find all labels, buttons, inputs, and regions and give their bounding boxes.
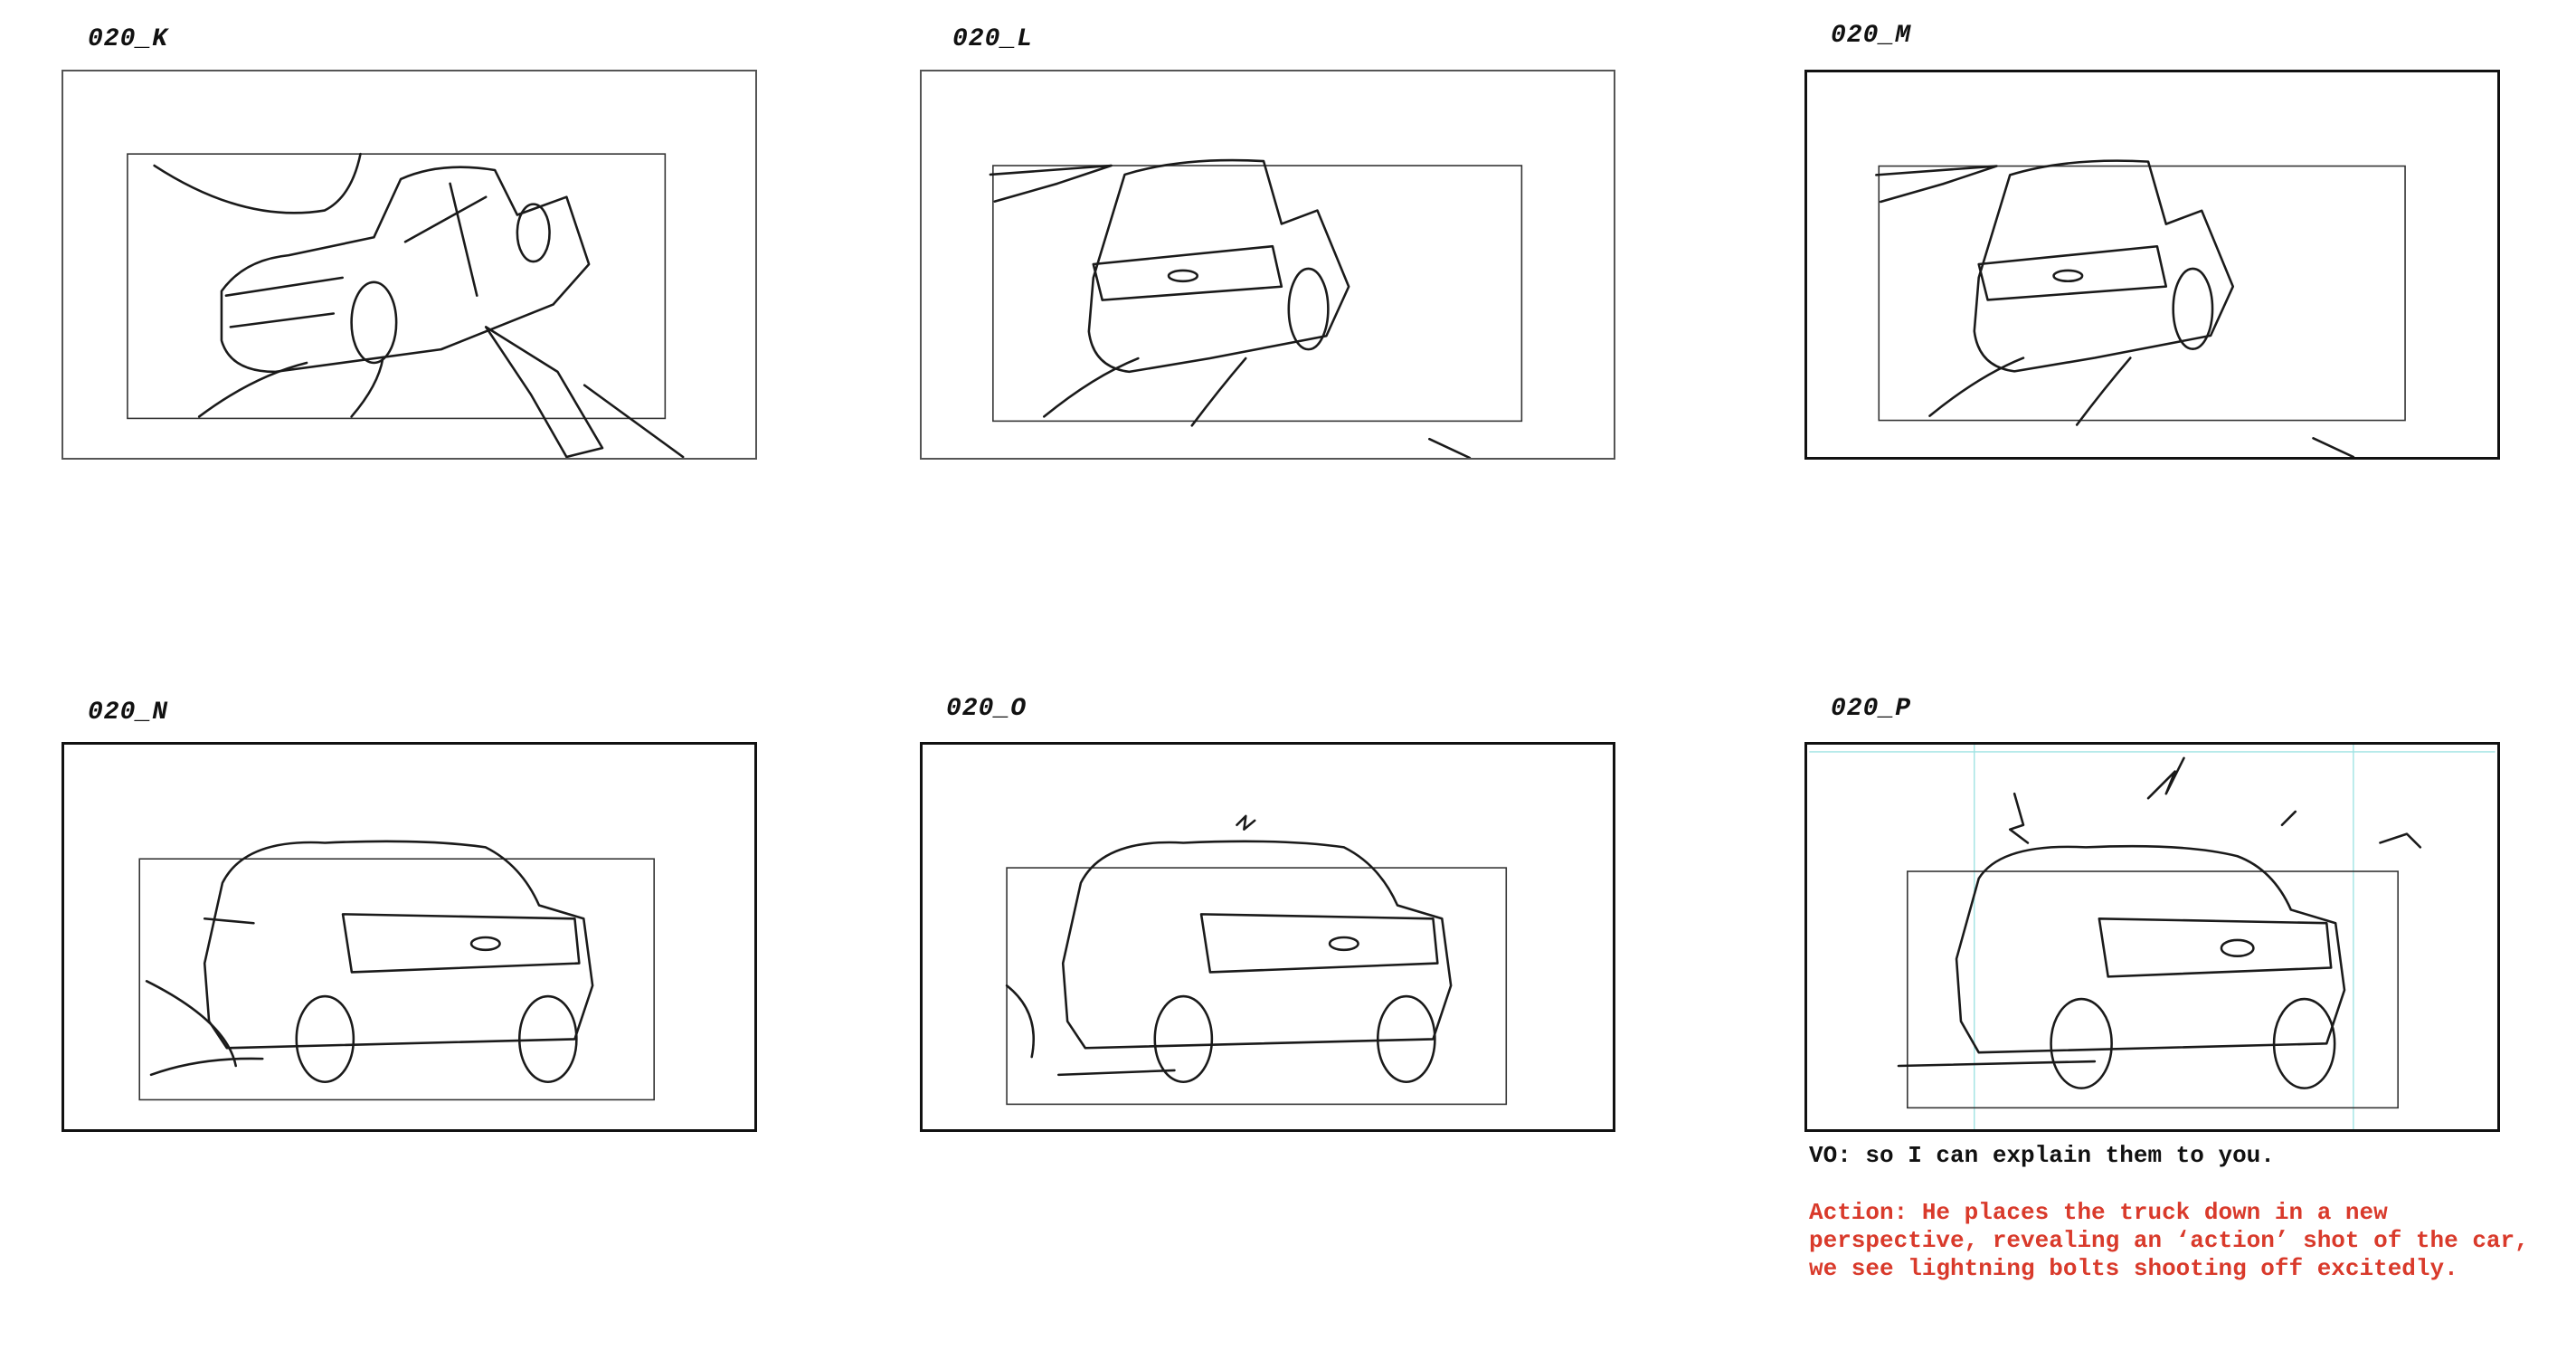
storyboard-panel-020-k[interactable] [62,70,757,460]
action-description: Action: He places the truck down in a ne… [1809,1199,2529,1282]
panel-label-020-p: 020_P [1831,695,1912,723]
truck-sketch-rear-view [1005,814,1508,1106]
panel-label-020-o: 020_O [946,695,1028,723]
truck-sketch-lightning-action [1809,745,2496,1129]
storyboard-panel-020-m[interactable] [1804,70,2500,460]
panel-label-020-l: 020_L [952,25,1034,53]
storyboard-panel-020-n[interactable] [62,742,757,1132]
storyboard-panel-020-l[interactable] [920,70,1615,460]
storyboard-panel-020-p[interactable] [1804,742,2500,1132]
voiceover-text: VO: so I can explain them to you. [1809,1142,2275,1169]
truck-sketch-rear-view [138,840,655,1101]
panel-label-020-m: 020_M [1831,22,1912,50]
truck-sketch-tilted-rear [1875,159,2406,457]
truck-sketch-side-view [127,152,685,458]
storyboard-panel-020-o[interactable] [920,742,1615,1132]
panel-label-020-n: 020_N [88,699,169,727]
truck-sketch-tilted-rear [989,158,1523,458]
panel-label-020-k: 020_K [88,25,169,53]
